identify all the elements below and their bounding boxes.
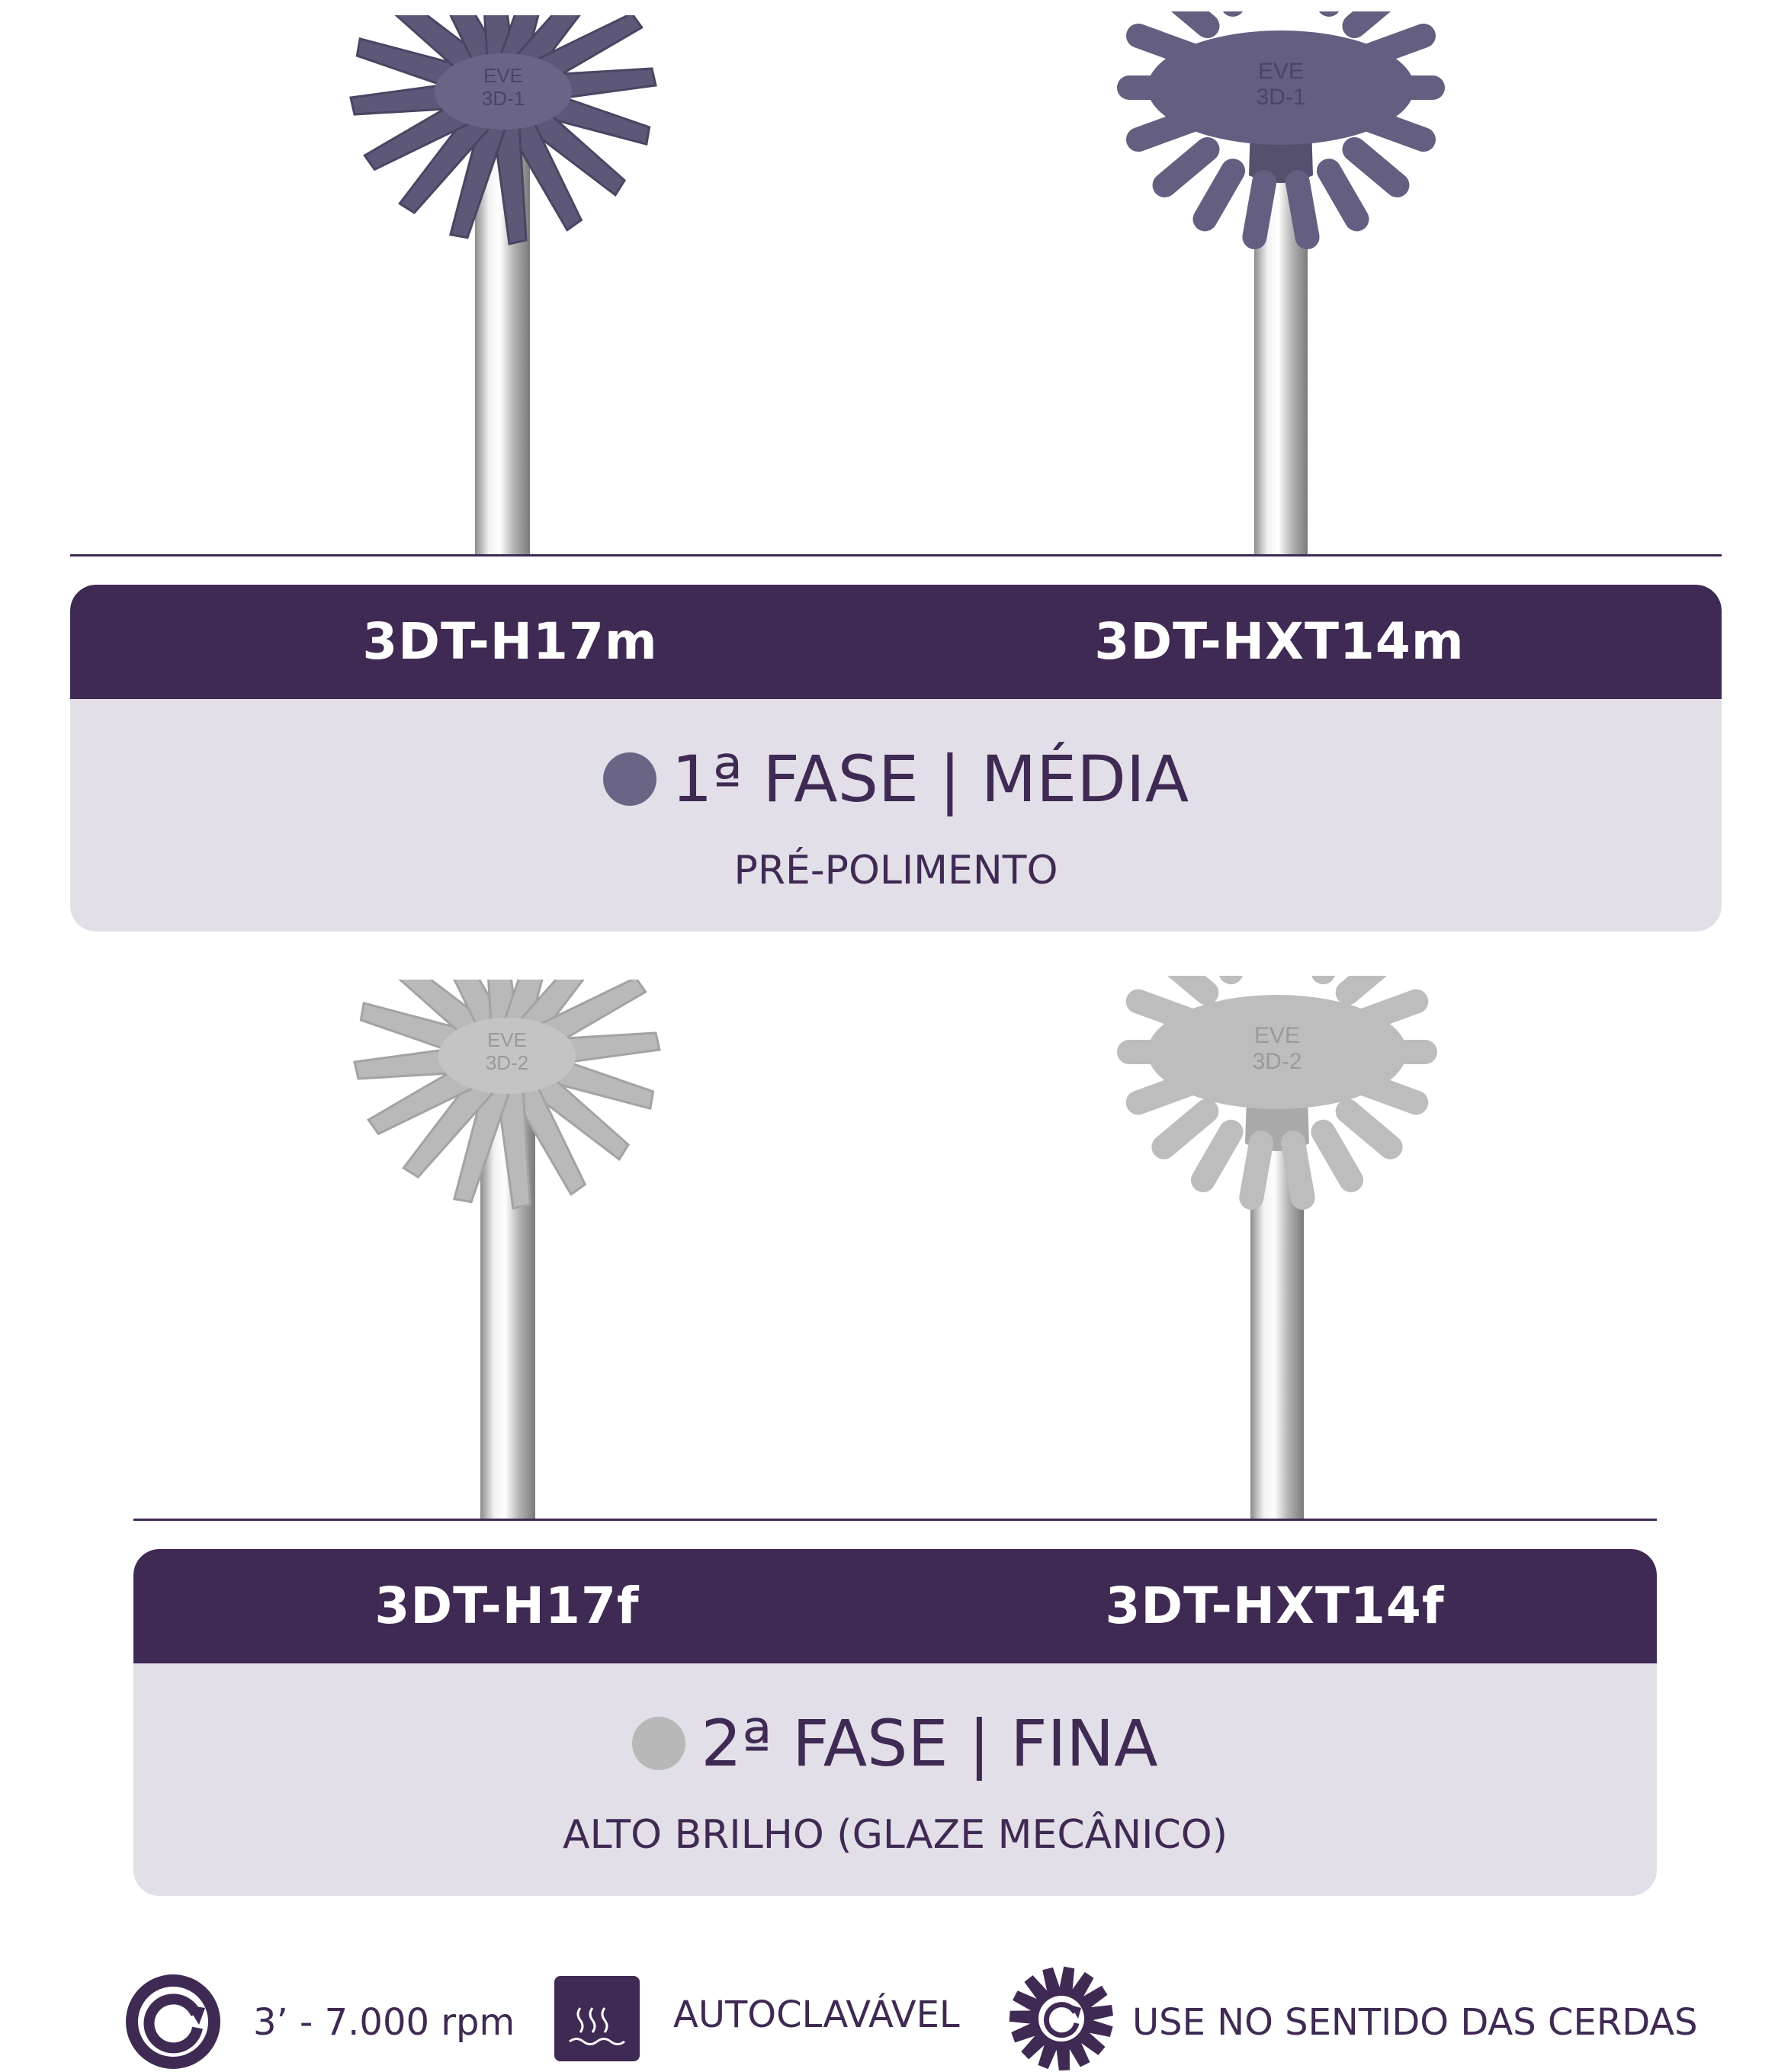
phase2-subtitle: ALTO BRILHO (GLAZE MECÂNICO) xyxy=(563,1812,1228,1858)
engraving-text: 3D-2 xyxy=(486,1051,528,1074)
phase2-card: 3DT-H17f 3DT-HXT14f 2ª FASE | FINA ALTO … xyxy=(133,1549,1657,1896)
product-code-3dt-hxt14m: 3DT-HXT14m xyxy=(1094,612,1465,671)
product-code-3dt-hxt14f: 3DT-HXT14f xyxy=(1105,1576,1445,1635)
brush-image-3dt-hxt14m: EVE 3D-1 xyxy=(1113,11,1449,556)
engraving-text: EVE xyxy=(487,1028,527,1051)
autoclave-icon xyxy=(554,1976,640,2061)
direction-label: USE NO SENTIDO DAS CERDAS xyxy=(1132,2001,1698,2044)
phase1-card: 3DT-H17m 3DT-HXT14m 1ª FASE | MÉDIA PRÉ-… xyxy=(70,585,1722,932)
phase1-subtitle: PRÉ-POLIMENTO xyxy=(733,848,1058,893)
product-code-3dt-h17m: 3DT-H17m xyxy=(362,612,658,671)
divider-line xyxy=(70,554,1722,556)
rotation-icon xyxy=(126,1974,220,2069)
phase2-title-row: 2ª FASE | FINA xyxy=(133,1702,1657,1785)
brush-image-3dt-h17f: EVE 3D-2 xyxy=(339,980,675,1521)
phase2-color-dot xyxy=(632,1717,686,1770)
engraving-text: 3D-2 xyxy=(1252,1049,1302,1074)
product-code-3dt-h17f: 3DT-H17f xyxy=(374,1576,640,1635)
engraving-text: EVE xyxy=(1254,1023,1300,1048)
divider-line xyxy=(133,1519,1657,1521)
speed-label: 3’ - 7.000 rpm xyxy=(253,2001,515,2044)
brush-image-3dt-h17m: EVE 3D-1 xyxy=(335,15,671,556)
phase1-color-dot xyxy=(602,752,656,806)
brush-image-3dt-hxt14f: EVE 3D-2 xyxy=(1109,976,1445,1521)
engraving-text: EVE xyxy=(483,64,523,87)
engraving-text: EVE xyxy=(1258,59,1304,84)
engraving-text: 3D-1 xyxy=(1256,85,1305,110)
phase1-card-header xyxy=(70,585,1722,699)
autoclave-label: AUTOCLAVÁVEL xyxy=(673,1993,960,2036)
bristle-direction-icon xyxy=(1006,1965,1117,2072)
engraving-text: 3D-1 xyxy=(482,87,525,110)
phase1-title: 1ª FASE | MÉDIA xyxy=(671,742,1189,816)
phase2-card-header xyxy=(133,1549,1657,1663)
phase1-title-row: 1ª FASE | MÉDIA xyxy=(70,737,1722,821)
phase2-title: 2ª FASE | FINA xyxy=(701,1706,1158,1781)
